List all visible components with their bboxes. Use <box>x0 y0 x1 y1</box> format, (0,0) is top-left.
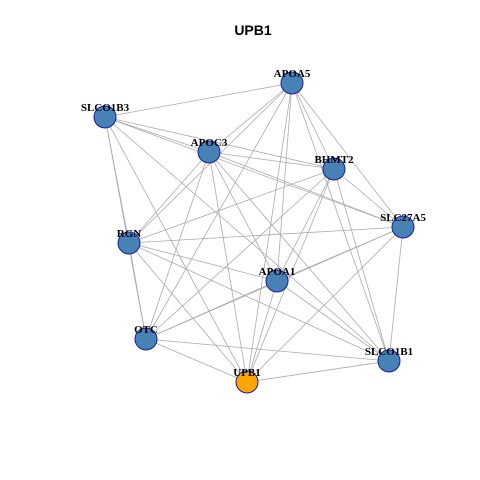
edge-apoc3-apoa1 <box>208 151 278 282</box>
graph-title: UPB1 <box>234 22 272 38</box>
node-circle-rgn <box>117 231 141 255</box>
node-label-upb1: UPB1 <box>233 367 261 379</box>
node-rgn: RGN <box>117 228 142 255</box>
node-bhmt2: BHMT2 <box>314 154 354 181</box>
node-circle-upb1 <box>235 370 259 394</box>
node-circle-apoc3 <box>197 140 221 164</box>
node-circle-apoa5 <box>280 71 304 95</box>
edge-slco1b3-slco1b1 <box>104 116 390 362</box>
edge-apoa1-slco1b1 <box>276 280 390 362</box>
edge-apoa1-otc <box>145 280 278 340</box>
edge-slco1b3-apoa5 <box>104 82 293 118</box>
node-slc27a5: SLC27A5 <box>380 212 426 239</box>
node-apoa1: APOA1 <box>259 266 296 293</box>
edge-layer <box>104 82 404 383</box>
edge-otc-slco1b1 <box>145 338 390 362</box>
node-slco1b3: SLCO1B3 <box>81 102 130 129</box>
edge-slc27a5-upb1 <box>246 226 404 383</box>
edge-apoc3-bhmt2 <box>208 151 335 170</box>
edge-apoa5-apoc3 <box>208 82 293 153</box>
node-label-apoa1: APOA1 <box>259 266 296 278</box>
node-slco1b1: SLCO1B1 <box>365 346 413 373</box>
edge-bhmt2-slc27a5 <box>333 168 404 228</box>
edge-apoa5-upb1 <box>246 82 293 383</box>
edge-apoa5-slc27a5 <box>291 82 404 228</box>
node-apoa5: APOA5 <box>274 68 311 95</box>
edge-rgn-apoa1 <box>128 242 278 282</box>
edge-apoa5-slco1b1 <box>291 82 390 362</box>
edge-rgn-otc <box>128 242 147 340</box>
node-label-apoc3: APOC3 <box>191 137 228 149</box>
node-upb1: UPB1 <box>233 367 261 394</box>
edge-bhmt2-rgn <box>128 168 335 244</box>
node-label-slco1b3: SLCO1B3 <box>81 102 130 114</box>
node-circle-slco1b3 <box>93 105 117 129</box>
edge-otc-upb1 <box>145 338 248 383</box>
node-circle-slco1b1 <box>377 349 401 373</box>
edge-apoc3-slc27a5 <box>208 151 404 228</box>
edge-slco1b3-slc27a5 <box>104 116 404 228</box>
node-circle-slc27a5 <box>391 215 415 239</box>
node-label-apoa5: APOA5 <box>274 68 311 80</box>
node-apoc3: APOC3 <box>191 137 228 164</box>
edge-upb1-slco1b1 <box>246 360 390 383</box>
edge-rgn-slco1b1 <box>128 242 390 362</box>
node-circle-apoa1 <box>265 269 289 293</box>
node-otc: OTC <box>134 324 158 351</box>
edge-apoc3-slco1b1 <box>208 151 390 362</box>
node-label-otc: OTC <box>134 324 158 336</box>
node-circle-otc <box>134 327 158 351</box>
edge-slc27a5-rgn <box>128 226 404 244</box>
node-label-bhmt2: BHMT2 <box>314 154 354 166</box>
edge-bhmt2-otc <box>145 168 335 340</box>
edge-apoa5-bhmt2 <box>291 82 335 170</box>
edge-slc27a5-slco1b1 <box>388 226 404 362</box>
edge-bhmt2-slco1b1 <box>333 168 390 362</box>
node-label-rgn: RGN <box>117 228 142 240</box>
edge-apoa5-apoa1 <box>276 82 293 282</box>
edge-apoc3-upb1 <box>208 151 248 383</box>
node-circle-bhmt2 <box>322 157 346 181</box>
edge-apoc3-otc <box>145 151 210 340</box>
edge-bhmt2-apoa1 <box>276 168 335 282</box>
node-label-slc27a5: SLC27A5 <box>380 212 426 224</box>
edge-rgn-upb1 <box>128 242 248 383</box>
node-label-slco1b1: SLCO1B1 <box>365 346 413 358</box>
edge-slco1b3-apoc3 <box>104 116 210 153</box>
edge-apoc3-rgn <box>128 151 210 244</box>
edge-apoa1-upb1 <box>246 280 278 383</box>
